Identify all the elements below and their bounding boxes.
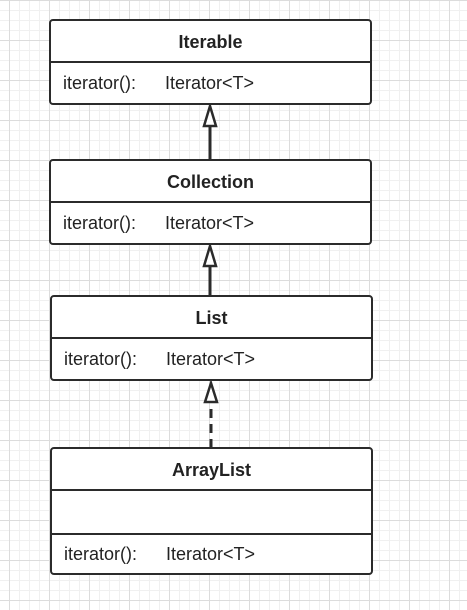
arrowhead-list: [203, 378, 219, 404]
method-name: iterator():: [63, 213, 137, 233]
class-collection[interactable]: Collection iterator(): Iterator<T>: [49, 159, 372, 245]
class-name: List: [52, 297, 371, 339]
class-name: Collection: [51, 161, 370, 203]
arrowhead-collection: [202, 241, 218, 268]
method-name: iterator():: [63, 73, 137, 93]
class-name: Iterable: [51, 21, 370, 63]
method-row: iterator(): Iterator<T>: [51, 63, 370, 103]
method-row: iterator(): Iterator<T>: [52, 339, 371, 379]
method-return-type: Iterator<T>: [166, 544, 256, 564]
method-name: iterator():: [64, 544, 138, 564]
class-iterable[interactable]: Iterable iterator(): Iterator<T>: [49, 19, 372, 105]
class-arraylist[interactable]: ArrayList iterator(): Iterator<T>: [50, 447, 373, 575]
attributes-compartment: [52, 491, 371, 535]
method-return-type: Iterator<T>: [166, 349, 256, 369]
class-name: ArrayList: [52, 449, 371, 491]
method-row: iterator(): Iterator<T>: [52, 535, 371, 573]
arrowhead-iterable: [202, 101, 218, 128]
method-return-type: Iterator<T>: [165, 73, 255, 93]
method-row: iterator(): Iterator<T>: [51, 203, 370, 243]
method-return-type: Iterator<T>: [165, 213, 255, 233]
method-name: iterator():: [64, 349, 138, 369]
class-list[interactable]: List iterator(): Iterator<T>: [50, 295, 373, 381]
